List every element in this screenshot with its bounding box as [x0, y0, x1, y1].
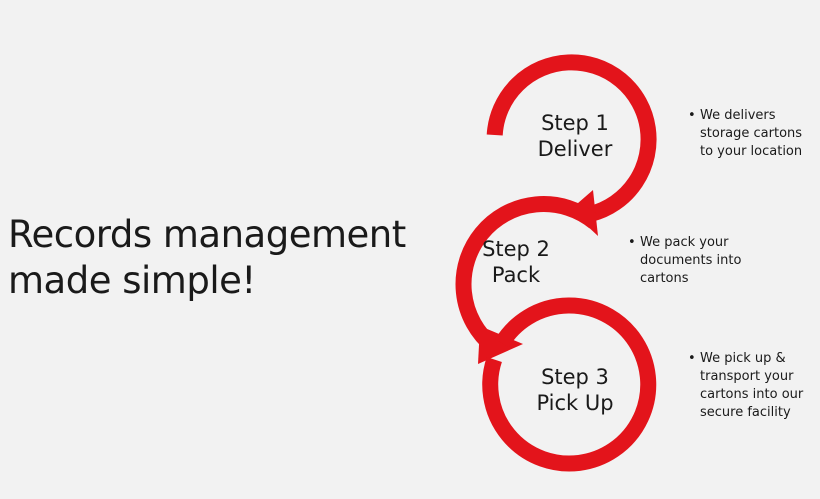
step-2-label: Step 2 Pack [446, 236, 586, 288]
step-2-circular-arrow [455, 196, 600, 353]
step-3-description: We pick up & transport your cartons into… [688, 350, 816, 422]
step-3-bullet: We pick up & transport your cartons into… [688, 350, 816, 422]
step-1-bullet: We delivers storage cartons to your loca… [688, 107, 816, 161]
step-2-arrowhead [478, 326, 523, 364]
page-title: Records management made simple! [8, 212, 406, 304]
step-1-action: Deliver [537, 137, 613, 161]
step-1-label: Step 1 Deliver [505, 110, 645, 162]
step-3-title: Step 3 [541, 365, 609, 389]
step-2-description: We pack your documents into cartons [628, 234, 768, 288]
step-2-action: Pack [491, 263, 541, 287]
step-3-action: Pick Up [536, 391, 614, 415]
headline-line-2: made simple! [8, 259, 256, 302]
step-3-label: Step 3 Pick Up [505, 364, 645, 416]
step-2-bullet: We pack your documents into cartons [628, 234, 768, 288]
step-3-circular-arrow [482, 297, 657, 472]
step-1-circular-arrow [486, 54, 657, 222]
step-1-description: We delivers storage cartons to your loca… [688, 107, 816, 161]
step-1-title: Step 1 [541, 111, 609, 135]
headline-line-1: Records management [8, 213, 406, 256]
step-2-title: Step 2 [482, 237, 550, 261]
